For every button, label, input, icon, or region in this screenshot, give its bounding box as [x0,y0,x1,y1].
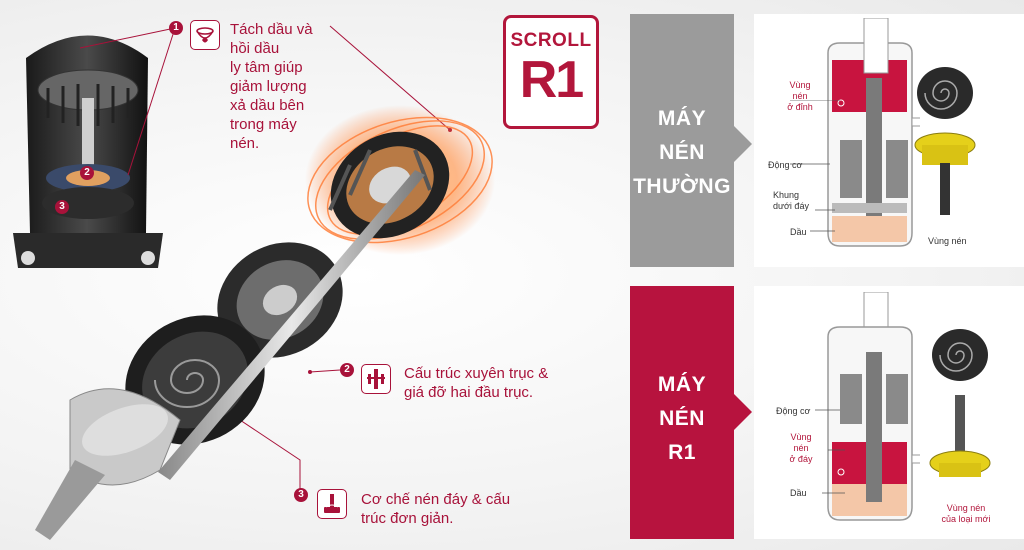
badge-3-small: 3 [55,200,69,214]
r1-label-leaders [815,409,845,494]
conventional-compressor-diagram [827,18,920,247]
oil-separator-icon [196,27,214,43]
callout-1-icon-box [190,20,220,50]
panel-conventional-arrow [734,126,752,162]
through-shaft-icon [367,369,385,389]
leader-lines [79,25,452,495]
exploded-compressor-illustration [35,105,495,540]
label-motor-1: Động cơ [768,160,803,170]
scroll-r1-logo: SCROLL R1 [503,15,599,129]
callout-1-badge: 1 [169,21,183,35]
logo-r1-text: R1 [519,51,584,109]
r1-scroll-parts [929,329,991,477]
conventional-label-leaders [790,100,840,232]
callout-1-text: Tách dầu và hồi dầu ly tâm giúp giảm lượ… [230,21,313,152]
callout-3-text: Cơ chế nén đáy & cấu trúc đơn giản. [361,491,511,527]
callout-2-badge: 2 [340,363,354,377]
label-motor-2: Động cơ [776,406,811,416]
badge-2-small: 2 [80,166,94,180]
panel-r1-arrow [734,394,752,430]
bottom-compression-icon [324,494,340,513]
callout-3-badge: 3 [294,488,308,502]
callout-3-icon-box [317,489,347,519]
logo-scroll-text: SCROLL [510,30,592,51]
callout-2-text: Cấu trúc xuyên trục & giá đỡ hai đầu trụ… [404,365,549,401]
label-oil-2: Dầu [790,488,807,498]
callout-2-icon-box [361,364,391,394]
panel-r1-tag: MÁY NÉN R1 [630,286,734,539]
label-scroll-zone-1: Vùng nén [928,236,967,246]
r1-compressor-diagram [827,292,920,521]
label-oil-1: Dầu [790,227,807,237]
conventional-scroll-parts [914,67,976,215]
panel-conventional-tag: MÁY NÉN THƯỜNG [630,14,734,267]
